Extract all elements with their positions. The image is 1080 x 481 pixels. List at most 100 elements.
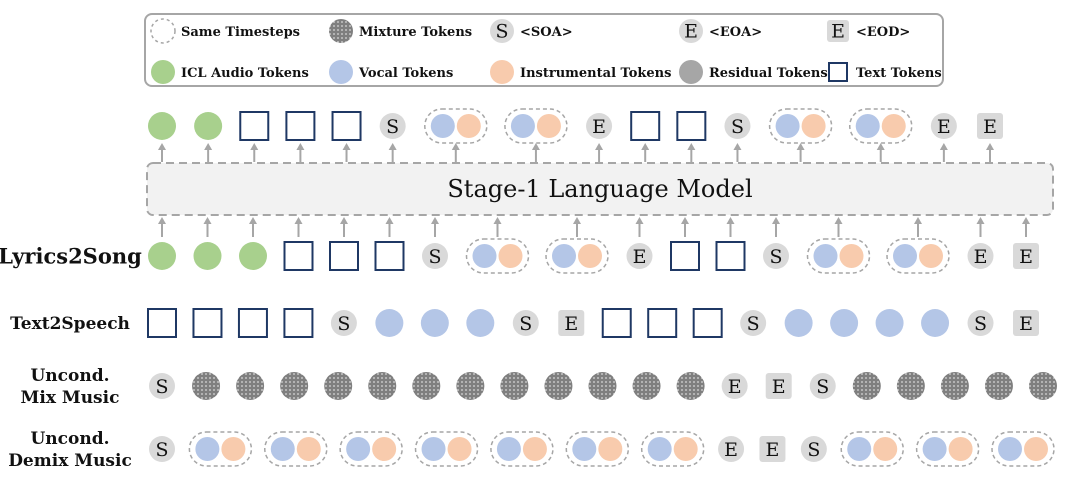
eoa-token-letter: E	[592, 116, 606, 138]
eoa-token-circle	[967, 243, 994, 269]
text-token	[670, 241, 700, 271]
legend-label-eod: <EOD>	[856, 25, 910, 40]
text-token	[239, 111, 270, 141]
soa-token: S	[422, 243, 448, 269]
arrow-head	[296, 143, 305, 150]
input-arrow	[294, 217, 303, 237]
vocal-token	[346, 437, 371, 461]
mixture-token	[896, 372, 925, 400]
eod-token: E	[765, 373, 792, 399]
mixture-token	[632, 372, 661, 400]
vocal-token	[998, 437, 1022, 461]
eod-token-letter: E	[983, 116, 997, 138]
legend-item-timestep: Same Timesteps	[150, 18, 300, 44]
same-timestep-outline	[545, 238, 609, 274]
mixture-token	[984, 372, 1013, 400]
text-token	[285, 111, 316, 141]
legend-item-instrumental: Instrumental Tokens	[490, 60, 671, 84]
vocal-token	[552, 244, 576, 268]
vocal-token	[375, 309, 404, 337]
eoa-token-letter: E	[937, 116, 951, 138]
output-arrow	[342, 143, 351, 162]
eod-icon-letter: E	[831, 20, 845, 42]
instrumental-token	[1024, 437, 1048, 461]
soa-token-circle	[379, 113, 406, 139]
instrumental-token	[456, 114, 481, 138]
input-arrow	[772, 217, 780, 237]
vocal-token	[847, 437, 872, 461]
text-token	[374, 241, 405, 271]
model-label: Stage-1 Language Model	[447, 175, 752, 203]
legend-item-text: Text Tokens	[828, 62, 942, 82]
vocal-token	[875, 309, 904, 337]
eoa-token-circle	[586, 113, 613, 139]
input-arrow	[726, 217, 735, 237]
instrumental-token	[372, 437, 397, 461]
same-timestep-outline	[886, 238, 950, 274]
eoa-token-letter: E	[974, 246, 988, 268]
mixture-token	[280, 372, 309, 400]
text-token	[630, 111, 661, 141]
soa-token-letter: S	[155, 439, 168, 461]
same-timestep-outline	[264, 431, 328, 467]
soa-token-letter: S	[386, 116, 399, 138]
vocal-token	[855, 114, 880, 138]
arrow-head	[772, 217, 780, 224]
legend-label-instrumental: Instrumental Tokens	[520, 66, 671, 81]
instrumental-token	[447, 437, 472, 461]
same-timestep-pair	[848, 108, 913, 144]
vocal-token	[784, 309, 813, 337]
vocal-token	[572, 437, 597, 461]
arrow-head	[385, 217, 394, 224]
text-token-icon	[828, 62, 848, 82]
eod-icon	[827, 20, 849, 42]
same-timestep-pair	[806, 238, 871, 274]
vocal-token	[830, 309, 859, 337]
same-timestep-outline	[915, 431, 980, 467]
arrow-head	[203, 217, 212, 224]
arrow-head	[493, 217, 502, 224]
input-arrow	[976, 217, 985, 237]
eoa-icon-letter: E	[684, 20, 698, 42]
text-token	[283, 308, 314, 338]
soa-token-letter: S	[816, 376, 829, 398]
arrow-head	[641, 143, 650, 150]
same-timestep-pair	[840, 431, 904, 467]
eod-token: E	[1013, 243, 1039, 269]
text-token	[676, 111, 707, 141]
input-arrow	[385, 217, 394, 237]
same-timestep-pair	[768, 108, 833, 144]
arrow-head	[204, 143, 213, 150]
text-token	[647, 308, 678, 338]
output-arrow	[733, 143, 742, 162]
icl-token	[148, 112, 176, 140]
arrow-head	[573, 217, 581, 224]
same-timestep-outline	[806, 238, 871, 274]
same-timestep-outline	[490, 431, 554, 467]
text-token	[715, 241, 746, 271]
legend-label-soa: <SOA>	[520, 25, 573, 40]
arrow-head	[876, 143, 885, 150]
eoa-token-letter: E	[633, 246, 647, 268]
vocal-token	[496, 437, 521, 461]
instrumental-token	[578, 244, 602, 268]
soa-token: S	[330, 310, 357, 336]
output-arrow	[250, 143, 259, 162]
eod-token: E	[977, 113, 1003, 139]
instrumental-token	[296, 437, 321, 461]
vocal-token	[922, 437, 947, 461]
input-arrow	[914, 217, 922, 237]
eod-token-letter: E	[766, 439, 780, 461]
vocal-token	[775, 114, 800, 138]
residual-token-icon	[679, 60, 703, 84]
arrow-head	[976, 217, 985, 224]
eoa-token: E	[721, 373, 748, 399]
soa-token-circle	[763, 243, 789, 269]
eoa-token-letter: E	[728, 376, 742, 398]
output-arrow	[204, 143, 213, 162]
output-arrow	[531, 143, 540, 162]
